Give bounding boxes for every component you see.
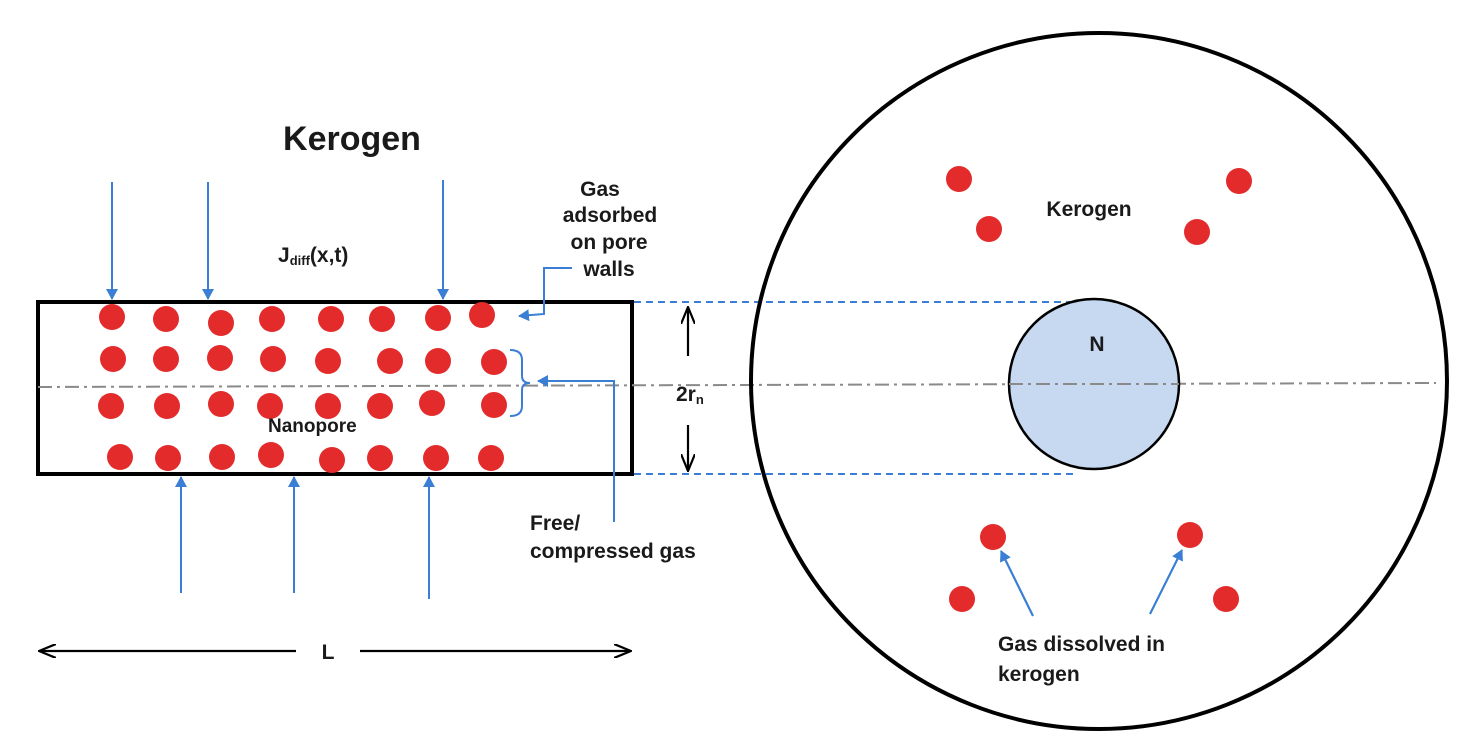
pore-molecules <box>98 302 507 473</box>
molecule <box>976 216 1002 242</box>
molecule <box>377 348 403 374</box>
molecule <box>153 346 179 372</box>
adsorbed-label-line: Gas <box>580 178 620 201</box>
radius-label: 2rn <box>676 383 704 407</box>
adsorbed-label-line: on pore <box>571 231 648 254</box>
molecule <box>208 310 234 336</box>
molecule <box>425 305 451 331</box>
molecule <box>318 306 344 332</box>
molecule <box>1226 168 1252 194</box>
molecule <box>258 442 284 468</box>
molecule <box>423 445 449 471</box>
free-gas-bracket <box>509 349 531 417</box>
molecule <box>367 445 393 471</box>
molecule <box>100 346 126 372</box>
molecule <box>154 393 180 419</box>
kerogen-title: Kerogen <box>283 120 421 158</box>
dissolved-label-line: kerogen <box>998 663 1080 686</box>
molecule <box>481 392 507 418</box>
molecule <box>980 524 1006 550</box>
molecule <box>209 444 235 470</box>
molecule <box>153 306 179 332</box>
molecule <box>481 349 507 375</box>
molecule <box>259 306 285 332</box>
molecule <box>369 306 395 332</box>
free-gas-label-line: compressed gas <box>530 540 696 563</box>
dissolved-molecules <box>946 166 1252 612</box>
molecule <box>98 393 124 419</box>
adsorbed-callout-arrow <box>518 267 572 322</box>
center-label: N <box>1089 333 1104 356</box>
molecule <box>478 445 504 471</box>
dissolved-arrow-left <box>1000 550 1034 617</box>
flux-label: Jdiff(x,t) <box>278 244 348 268</box>
molecule <box>207 345 233 371</box>
molecule <box>99 304 125 330</box>
adsorbed-label-line: adsorbed <box>563 204 658 227</box>
molecule <box>260 346 286 372</box>
adsorbed-label-line: walls <box>582 258 634 281</box>
molecule <box>208 391 234 417</box>
molecule <box>419 390 445 416</box>
molecule <box>315 348 341 374</box>
molecule <box>1184 219 1210 245</box>
molecule <box>155 445 181 471</box>
kerogen-label-right: Kerogen <box>1046 198 1131 221</box>
molecule <box>257 393 283 419</box>
molecule <box>319 447 345 473</box>
molecule <box>1213 586 1239 612</box>
molecule <box>949 586 975 612</box>
molecule <box>469 302 495 328</box>
dissolved-label-line: Gas dissolved in <box>998 633 1165 656</box>
molecule <box>946 166 972 192</box>
molecule <box>315 393 341 419</box>
molecule <box>107 444 133 470</box>
free-gas-callout-arrow <box>537 375 615 522</box>
nanopore-label: Nanopore <box>268 416 357 437</box>
molecule <box>1177 522 1203 548</box>
molecule <box>425 348 451 374</box>
free-gas-label-line: Free/ <box>530 512 580 535</box>
dissolved-arrow-right <box>1149 549 1183 615</box>
length-label: L <box>322 641 335 664</box>
kerogen-cross-section <box>749 31 1449 731</box>
centerline <box>37 382 1437 388</box>
molecule <box>367 393 393 419</box>
